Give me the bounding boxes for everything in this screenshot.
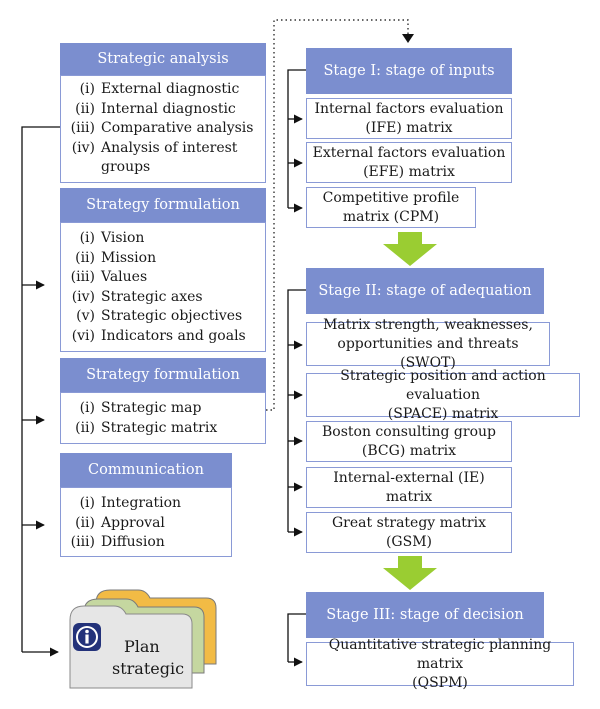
left-bracket-line [21, 126, 60, 652]
stage3-bracket [287, 613, 306, 662]
stage2-header: Stage II: stage of adequation [306, 268, 544, 314]
stage2-bracket [287, 289, 306, 532]
stage3-header: Stage III: stage of decision [306, 592, 544, 638]
list-item: (iii)Diffusion [70, 534, 165, 551]
plan-strategic-label: Plan strategic [112, 637, 185, 678]
efe-matrix-box: External factors evaluation(EFE) matrix [306, 142, 512, 183]
list-item: (ii)Mission [75, 249, 157, 266]
space-matrix-box: Strategic position and action evaluation… [306, 368, 580, 422]
dotted-connector [266, 19, 409, 411]
folder-stack-icon [69, 589, 217, 689]
list-item: (ii)Approval [75, 514, 165, 531]
list-item: (i)External diagnostic [79, 81, 240, 97]
strategy-formulation-list: (i)Vision (ii)Mission (iii)Values (iv)St… [60, 222, 266, 352]
bcg-matrix-box: Boston consulting group(BCG) matrix [306, 421, 512, 462]
list-item: (iv)Strategic axes [71, 288, 203, 305]
list-item: (i)Integration [79, 495, 182, 511]
strategic-analysis-list: (i)External diagnostic (ii)Internal diag… [60, 75, 266, 183]
info-icon [73, 623, 101, 651]
list-item: (iv)Analysis of interest [71, 139, 238, 156]
communication-header: Communication [60, 453, 232, 487]
ife-matrix-box: Internal factors evaluation(IFE) matrix [306, 98, 512, 139]
list-item: (v)Strategic objectives [76, 308, 243, 325]
list-item: (ii)Strategic matrix [75, 419, 218, 436]
green-arrow-2 [383, 556, 437, 590]
stage1-bracket [287, 69, 306, 208]
qspm-matrix-box: Quantitative strategic planning matrix(Q… [306, 637, 574, 691]
dotted-arrowhead [402, 34, 414, 43]
list-item: (vi)Indicators and goals [71, 327, 246, 344]
stage1-header: Stage I: stage of inputs [306, 48, 512, 94]
strategic-analysis-header: Strategic analysis [60, 43, 266, 75]
strategy-formulation-header: Strategy formulation [60, 188, 266, 222]
list-item: (iii)Values [70, 269, 148, 286]
list-item: groups [101, 159, 151, 176]
gsm-matrix-box: Great strategy matrix(GSM) [306, 512, 512, 553]
communication-list: (i)Integration (ii)Approval (iii)Diffusi… [60, 487, 232, 557]
strategy-formulation-map-header: Strategy formulation [60, 358, 266, 392]
ie-matrix-box: Internal-external (IE)matrix [306, 467, 512, 508]
list-item: (i)Vision [79, 230, 145, 246]
list-item: (i)Strategic map [79, 400, 202, 416]
green-arrow-1 [383, 232, 437, 266]
list-item: (ii)Internal diagnostic [75, 100, 236, 117]
swot-matrix-box: Matrix strength, weaknesses,opportunitie… [306, 317, 550, 371]
strategy-map-list: (i)Strategic map (ii)Strategic matrix [60, 392, 266, 444]
list-item: (iii)Comparative analysis [70, 120, 254, 137]
